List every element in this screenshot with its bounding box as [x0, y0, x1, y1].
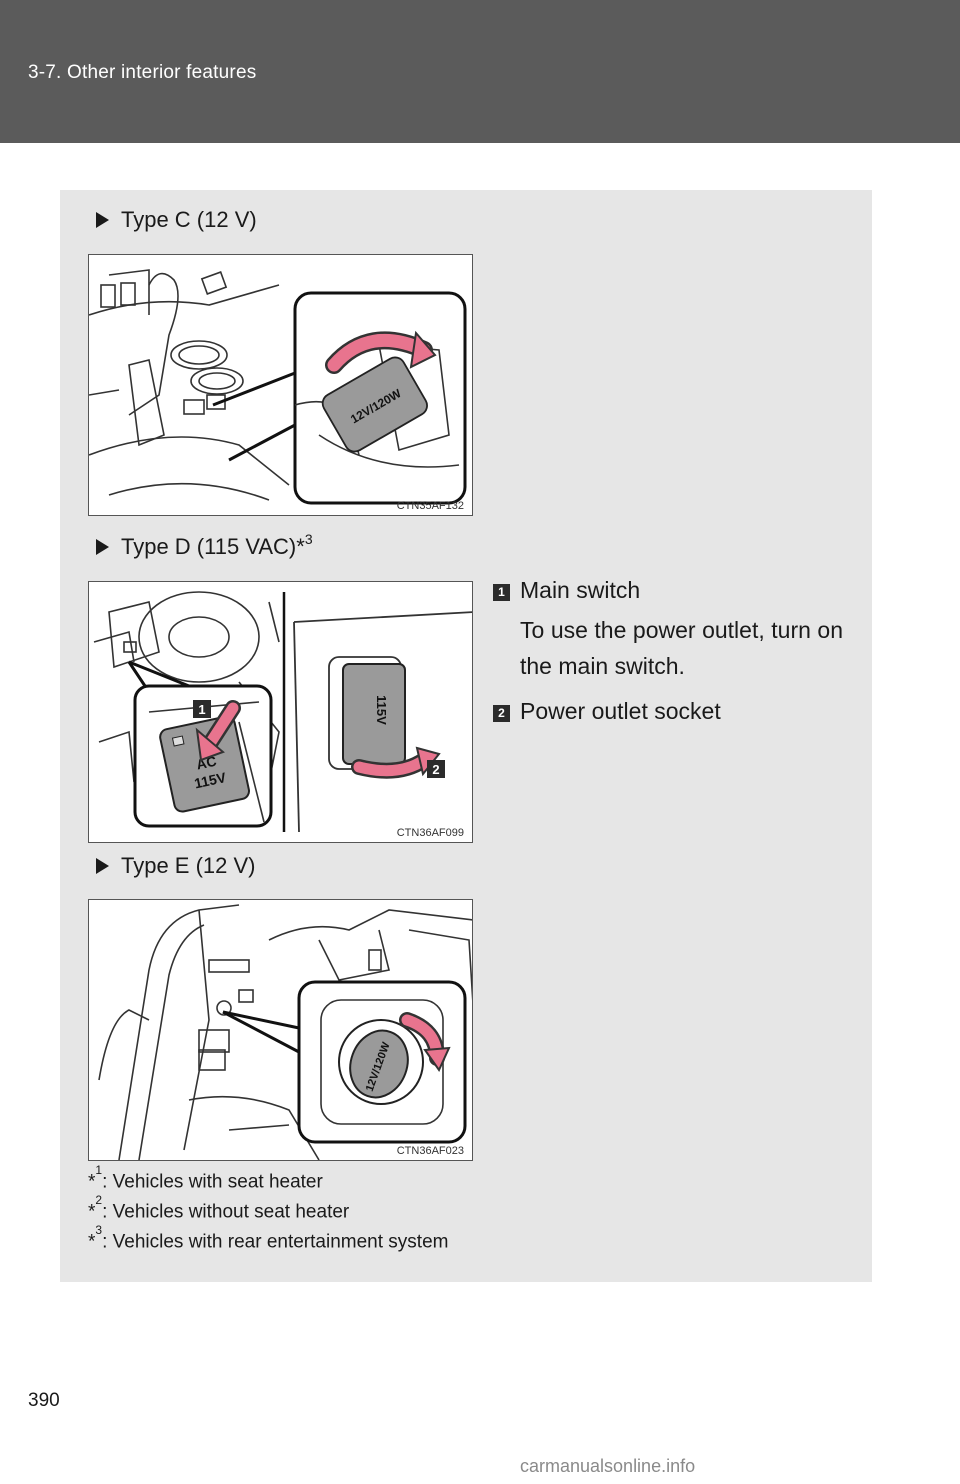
type-d-outlet-label: 115V — [374, 695, 389, 725]
type-d-badge-1: 1 — [198, 702, 205, 717]
callout-description: To use the power outlet, turn on the mai… — [520, 617, 843, 679]
footnote-marker: * — [88, 1201, 96, 1223]
footnote-text: : Vehicles with seat heater — [102, 1171, 323, 1193]
footnote-2: *2: Vehicles without seat heater — [88, 1193, 350, 1223]
triangle-bullet-icon — [96, 858, 109, 874]
type-c-heading-text: Type C (12 V) — [121, 207, 257, 232]
type-e-figure: 12V/120W CTN36AF023 — [88, 899, 473, 1161]
type-d-figure-code: CTN36AF099 — [396, 827, 464, 839]
type-e-heading: Type E (12 V) — [96, 853, 256, 879]
footnote-3: *3: Vehicles with rear entertainment sys… — [88, 1223, 449, 1253]
triangle-bullet-icon — [96, 212, 109, 228]
triangle-bullet-icon — [96, 539, 109, 555]
footnote-sup: 2 — [95, 1193, 103, 1207]
callout-power-outlet-socket: 2 Power outlet socket — [493, 698, 843, 725]
page-header: 3-7. Other interior features — [0, 0, 960, 143]
footnote-1: *1: Vehicles with seat heater — [88, 1163, 323, 1193]
page-number: 390 — [28, 1390, 60, 1411]
footnote-text: : Vehicles with rear entertainment syste… — [102, 1231, 449, 1253]
callout-number-badge: 1 — [493, 584, 510, 601]
watermark: carmanualsonline.info — [520, 1456, 696, 1476]
footnote-marker: * — [88, 1231, 96, 1253]
type-d-heading-text: Type D (115 VAC)* — [121, 534, 305, 559]
switch-label-line2: 115V — [193, 769, 228, 791]
type-e-illustration: 12V/120W — [98, 904, 472, 1160]
type-c-figure-code: CTN35AF132 — [396, 500, 464, 512]
section-title: 3-7. Other interior features — [28, 62, 257, 83]
type-c-illustration: 12V/120W — [89, 269, 467, 505]
type-e-heading-text: Type E (12 V) — [121, 853, 256, 878]
footnote-sup: 1 — [95, 1163, 103, 1177]
footnote-text: : Vehicles without seat heater — [102, 1201, 350, 1223]
footnote-marker: * — [88, 1171, 96, 1193]
type-d-figure: 115V 2 AC 115V 1 CTN36AF099 — [88, 581, 473, 843]
callout-main-switch: 1 Main switch To use the power outlet, tu… — [493, 577, 843, 684]
footnote-sup: 3 — [95, 1223, 103, 1237]
type-d-badge-2: 2 — [432, 762, 439, 777]
type-c-figure: 12V/120W CTN35AF132 — [88, 254, 473, 516]
callout-title: Power outlet socket — [520, 698, 721, 724]
type-d-illustration: 115V 2 AC 115V 1 — [93, 591, 472, 833]
type-d-heading: Type D (115 VAC)*3 — [96, 531, 313, 560]
type-e-figure-code: CTN36AF023 — [396, 1145, 464, 1157]
callout-number-badge: 2 — [493, 705, 510, 722]
type-c-heading: Type C (12 V) — [96, 207, 257, 233]
type-d-heading-sup: 3 — [304, 531, 313, 547]
callout-title: Main switch — [520, 577, 641, 603]
